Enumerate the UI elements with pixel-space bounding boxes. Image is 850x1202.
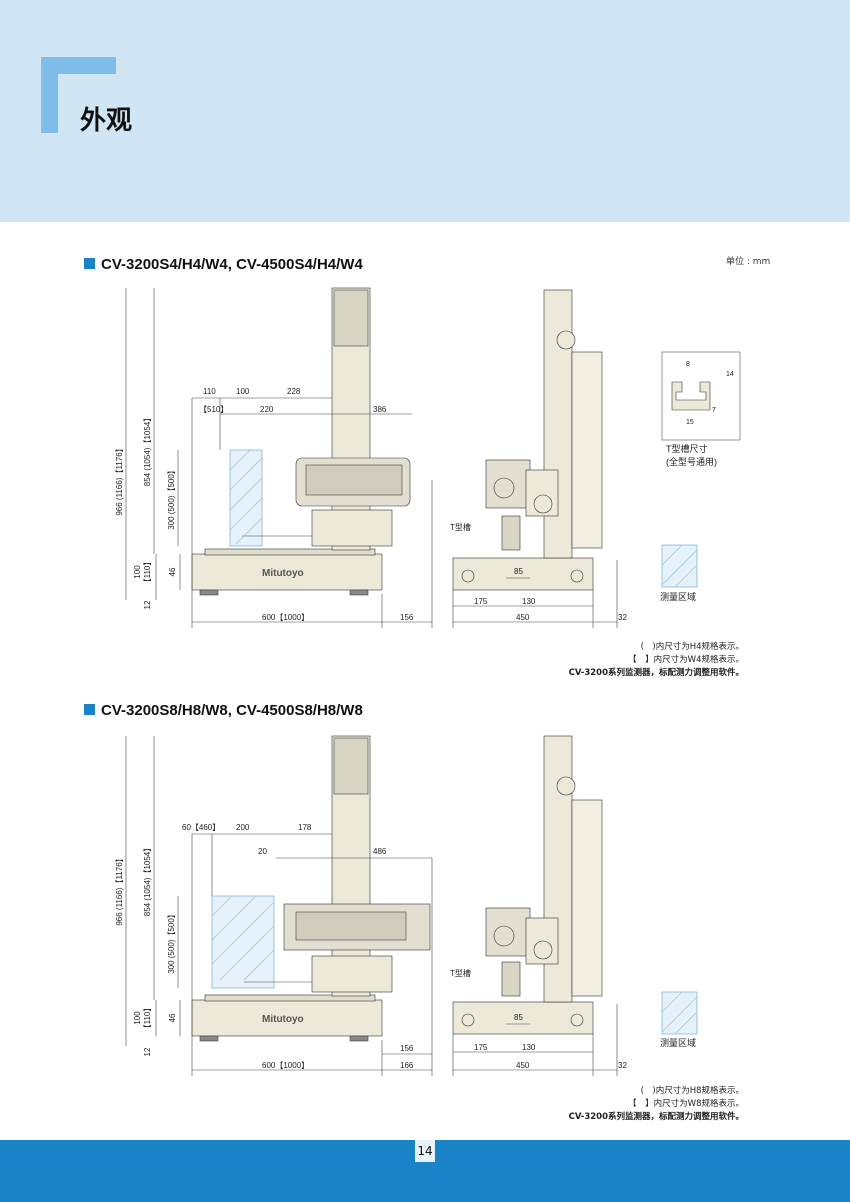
dim-300: 300 (500)【500】 <box>167 466 176 530</box>
note-2c: CV-3200系列监测器，标配测力调整用软件。 <box>568 1112 744 1122</box>
dim-600: 600【1000】 <box>262 613 309 622</box>
side2-dim-32: 32 <box>618 1061 627 1070</box>
dim2-110-base: 【110】 <box>143 1004 152 1033</box>
dim2-200: 200 <box>236 823 250 832</box>
side2-dim-450: 450 <box>516 1061 530 1070</box>
dim-110-base: 【110】 <box>143 558 152 587</box>
side-dim-130: 130 <box>522 597 536 606</box>
dim2-100-base: 100 <box>133 1011 142 1025</box>
drawing-section-2: 60【460】 200 178 20 486 966 (1166)【1176】 … <box>115 735 698 1076</box>
dim2-60: 60【460】 <box>182 823 220 832</box>
side2-dim-85: 85 <box>514 1013 523 1022</box>
page-number: 14 <box>415 1140 435 1162</box>
dim2-966: 966 (1166)【1176】 <box>115 854 124 925</box>
section-title-2: CV-3200S8/H8/W8, CV-4500S8/H8/W8 <box>84 702 363 719</box>
corner-mark-top <box>41 57 116 74</box>
dim2-300: 300 (500)【500】 <box>167 910 176 974</box>
tslot-caption-1: T型槽尺寸 <box>666 443 708 454</box>
dim2-156: 156 <box>400 1044 414 1053</box>
note-1c: CV-3200系列监测器，标配测力调整用软件。 <box>568 668 744 678</box>
tslot-dim-15: 15 <box>686 419 694 426</box>
dim-854: 854 (1054)【1054】 <box>143 414 152 487</box>
unit-label: 单位 : mm <box>726 257 771 267</box>
tslot-dim-14: 14 <box>726 371 734 378</box>
dim-966: 966 (1166)【1176】 <box>115 444 124 515</box>
section-title-1-text: CV-3200S4/H4/W4, CV-4500S4/H4/W4 <box>101 256 363 273</box>
dim-46: 46 <box>168 567 177 576</box>
tslot-dim-8: 8 <box>686 361 690 368</box>
mitutoyo-logo-2: Mitutoyo <box>262 1014 304 1025</box>
dim2-20: 20 <box>258 847 267 856</box>
dim2-166: 166 <box>400 1061 414 1070</box>
dim2-854: 854 (1054)【1054】 <box>143 844 152 917</box>
side2-dim-175: 175 <box>474 1043 488 1052</box>
dim-100: 100 <box>236 387 250 396</box>
note-2a: ( )内尺寸为H8规格表示。 <box>640 1086 744 1096</box>
dim-228: 228 <box>287 387 301 396</box>
note-1b: 【 】内尺寸为W4规格表示。 <box>628 655 744 665</box>
tslot-dim-7: 7 <box>712 407 716 414</box>
dim2-600: 600【1000】 <box>262 1061 309 1070</box>
tslot-caption-2: (全型号通用) <box>666 456 717 467</box>
header-band <box>0 0 850 222</box>
dim2-486: 486 <box>373 847 387 856</box>
t-slot-label-2: T型槽 <box>450 968 471 978</box>
page-title: 外观 <box>80 106 133 136</box>
legend-measurement-area: 测量区域 <box>660 591 696 602</box>
bullet-square-icon <box>84 258 95 269</box>
dim2-46: 46 <box>168 1013 177 1022</box>
side-dim-175: 175 <box>474 597 488 606</box>
dim-100-base: 100 <box>133 565 142 579</box>
dim-110: 110 <box>203 387 216 396</box>
legend-measurement-area-2: 测量区域 <box>660 1037 696 1048</box>
mitutoyo-logo: Mitutoyo <box>262 568 304 579</box>
side-dim-85: 85 <box>514 567 523 576</box>
dim-220: 220 <box>260 405 274 414</box>
dim-510: 【510】 <box>199 405 228 414</box>
side2-dim-130: 130 <box>522 1043 536 1052</box>
dim-386: 386 <box>373 405 387 414</box>
bullet-square-icon <box>84 704 95 715</box>
dim2-178: 178 <box>298 823 312 832</box>
section-title-1: CV-3200S4/H4/W4, CV-4500S4/H4/W4 <box>84 256 363 273</box>
t-slot-label: T型槽 <box>450 522 471 532</box>
corner-mark <box>41 57 58 133</box>
section-title-2-text: CV-3200S8/H8/W8, CV-4500S8/H8/W8 <box>101 702 363 719</box>
dim2-12: 12 <box>143 1047 152 1056</box>
note-2b: 【 】内尺寸为W8规格表示。 <box>628 1099 744 1109</box>
side-dim-450: 450 <box>516 613 530 622</box>
dim-12: 12 <box>143 600 152 609</box>
drawing-section-1: 110 100 228 【510】 220 386 966 (1166)【117… <box>115 287 741 628</box>
dim-156: 156 <box>400 613 414 622</box>
note-1a: ( )内尺寸为H4规格表示。 <box>640 642 744 652</box>
side-dim-32: 32 <box>618 613 627 622</box>
